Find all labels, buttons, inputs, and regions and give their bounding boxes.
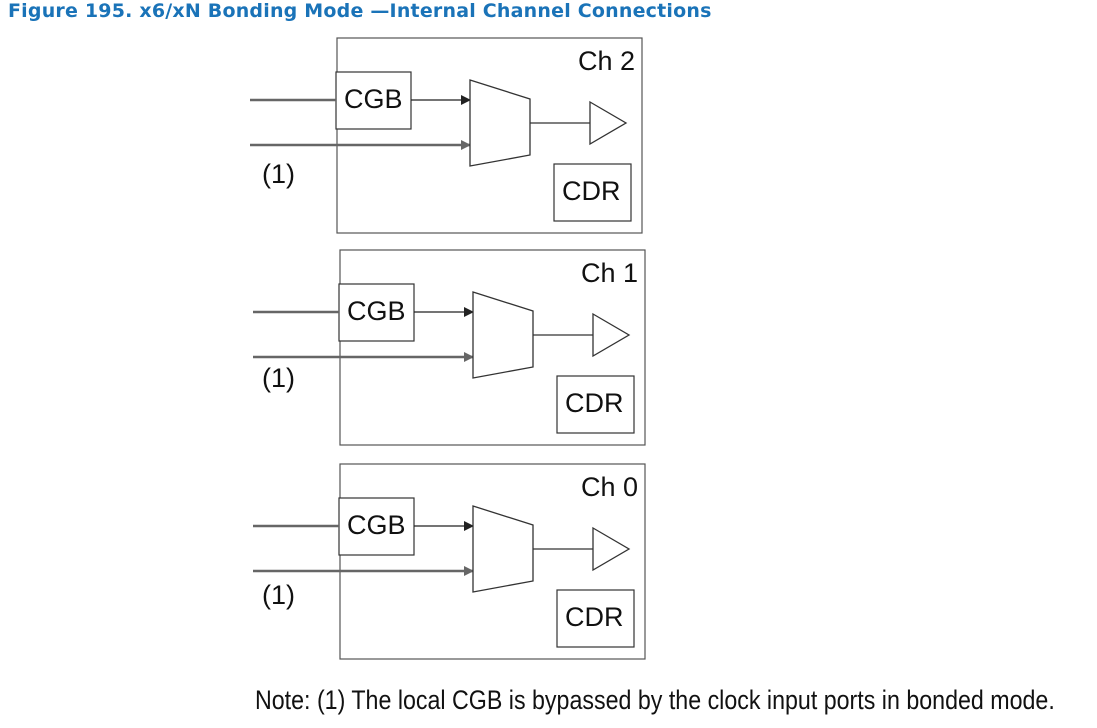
- cdr-block: [556, 589, 635, 648]
- cgb-block: [335, 71, 412, 130]
- cdr-block: [553, 163, 632, 222]
- cgb-block: [338, 497, 415, 556]
- mux-symbol: [472, 505, 534, 593]
- figure-title: Figure 195. x6/xN Bonding Mode —Internal…: [8, 0, 712, 22]
- buffer-symbol: [589, 100, 628, 146]
- channel-block-ch2: Ch 2 CGB CDR (1): [250, 37, 643, 234]
- cgb-label: CGB: [347, 510, 406, 540]
- channel-box: [336, 37, 643, 234]
- mux-symbol: [469, 79, 531, 167]
- mux-symbol: [472, 291, 534, 379]
- channel-block-ch1: Ch 1 CGB CDR (1): [253, 249, 646, 446]
- buffer-symbol: [592, 312, 631, 358]
- channel-box: [339, 463, 646, 660]
- footnote-ref: (1): [262, 363, 295, 393]
- channel-label: Ch 1: [581, 258, 638, 288]
- footnote-ref: (1): [262, 159, 295, 189]
- channel-box: [339, 249, 646, 446]
- cdr-label: CDR: [562, 176, 621, 206]
- cdr-label: CDR: [565, 602, 624, 632]
- cdr-block: [556, 375, 635, 434]
- channel-label: Ch 2: [578, 46, 635, 76]
- buffer-symbol: [592, 526, 631, 572]
- channel-block-ch0: Ch 0 CGB CDR (1): [253, 463, 646, 660]
- footnote-ref: (1): [262, 580, 295, 610]
- footnote-text: Note: (1) The local CGB is bypassed by t…: [255, 685, 1055, 715]
- cgb-label: CGB: [347, 296, 406, 326]
- cdr-label: CDR: [565, 388, 624, 418]
- channel-label: Ch 0: [581, 472, 638, 502]
- cgb-label: CGB: [344, 84, 403, 114]
